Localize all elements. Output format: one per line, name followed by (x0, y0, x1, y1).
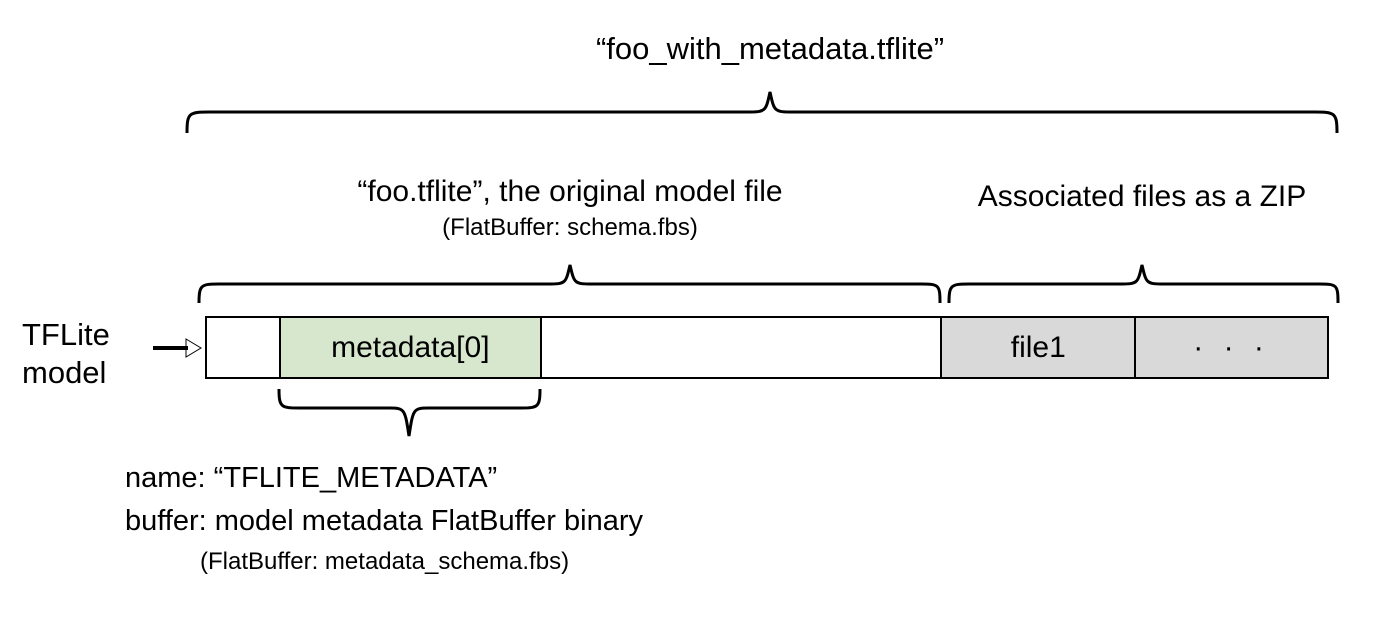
model-layout-bar: metadata[0] file1 · · · (205, 316, 1329, 379)
brace-outer (185, 91, 1339, 134)
metadata-note-name: name: “TFLITE_METADATA” (125, 462, 498, 494)
metadata-note-buffer: buffer: model metadata FlatBuffer binary (125, 505, 643, 537)
source-model-schema-label: (FlatBuffer: schema.fbs) (442, 214, 698, 241)
metadata-note-schema: (FlatBuffer: metadata_schema.fbs) (200, 548, 570, 575)
zip-label: Associated files as a ZIP (977, 180, 1307, 213)
bar-cell-pad-left (207, 318, 279, 377)
bar-cell-rest: · · · (1134, 318, 1327, 377)
brace-source-model (197, 264, 942, 304)
bar-cell-payload (539, 318, 941, 377)
brace-zip (947, 264, 1340, 304)
source-model-label: “foo.tflite”, the original model file (357, 175, 783, 208)
outer-file-label: “foo_with_metadata.tflite” (595, 31, 945, 66)
bar-cell-metadata: metadata[0] (278, 318, 540, 377)
brace-metadata (277, 388, 542, 437)
tflite-model-label-line2: model (22, 355, 107, 390)
model-arrow (153, 338, 202, 358)
tflite-model-label-line1: TFLite (22, 317, 110, 352)
bar-cell-file1: file1 (940, 318, 1135, 377)
